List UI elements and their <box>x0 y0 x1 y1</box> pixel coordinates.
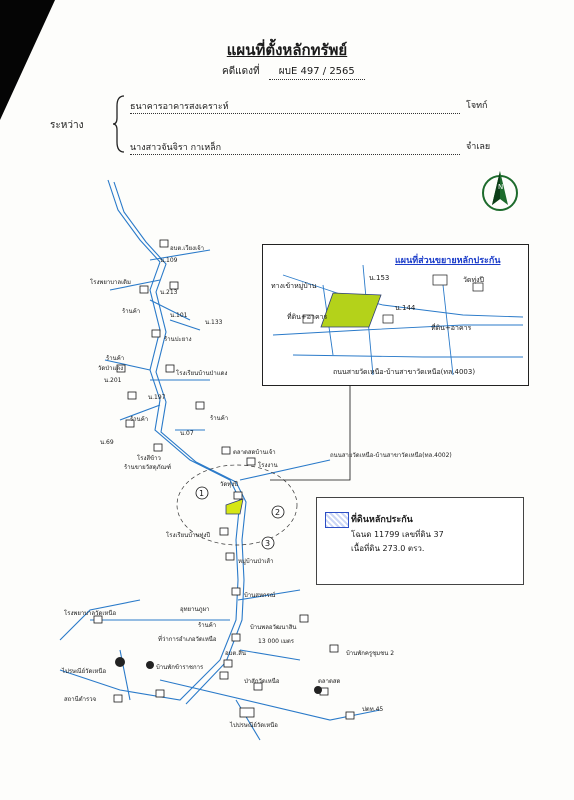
defendant-role: จำเลย <box>466 142 491 152</box>
place-label: ร้านขายวัสดุภัณฑ์ <box>124 464 172 471</box>
place-label: อบต.สิน <box>225 650 246 657</box>
legend-swatch <box>325 512 349 528</box>
main-road-label: ถนนสายวัดเหนือ-บ้านสาขาวัดเหนือ(ทล.4002) <box>330 452 452 459</box>
place-label: น.07 <box>180 430 194 437</box>
defendant-name: นางสาวจันจิรา กาเหล็ก <box>130 140 460 155</box>
north-arrow-icon: N <box>482 171 518 211</box>
place-label: ร้านค้า <box>130 416 149 423</box>
place-label: บ้านพักครูชุมชน 2 <box>346 650 395 657</box>
place-label: น.109 <box>160 257 178 264</box>
place-label: สถานีตำรวจ <box>64 696 97 703</box>
plaintiff-name: ธนาคารอาคารสงเคราะห์ <box>130 99 460 114</box>
place-label: หมู่บ้านป่าเส้า <box>238 558 274 565</box>
property-marker <box>225 498 244 515</box>
case-line: คดีแดงที่ ผบE 497 / 2565 <box>222 64 365 80</box>
place-label: บ้านพักข้าราชการ <box>156 664 204 671</box>
inset-label: น.153 <box>369 274 390 282</box>
legend-title: ที่ดินหลักประกัน <box>351 515 413 525</box>
place-label: บ้านสหกรณ์ <box>244 592 276 599</box>
page-title: แผนที่ตั้งหลักทรัพย์ <box>226 41 348 59</box>
between-label: ระหว่าง <box>50 120 84 131</box>
place-label: ตลาดสด <box>318 678 341 685</box>
place-label: ตลาดสดบ้านเจ้า <box>233 449 276 456</box>
place-label: บ้านพลอวัฒนาสิน <box>250 624 297 631</box>
place-label: ป่าสักวัดเหนือ <box>244 678 280 685</box>
place-label: โรงสีข้าว <box>137 455 161 462</box>
place-label: น.69 <box>100 439 114 446</box>
scan-corner-shadow <box>0 0 55 120</box>
inset-label: ที่ดิน+อาคาร <box>287 313 328 321</box>
case-number: ผบE 497 / 2565 <box>268 64 365 80</box>
brace-icon <box>112 95 125 153</box>
place-label: น.101 <box>170 312 188 319</box>
place-label: ที่ว่าการอำเภอวัดเหนือ <box>158 636 217 643</box>
inset-property-highlight <box>320 292 382 328</box>
place-label: ร้านค้า <box>210 415 229 422</box>
place-label: วัดทุ่งปี <box>220 481 238 488</box>
inset-label: ที่ดิน+อาคาร <box>431 324 472 332</box>
marker-1: 1 <box>199 489 204 498</box>
plaintiff-role: โจทก์ <box>466 101 488 111</box>
inset-label: ทางเข้าหมู่บ้าน <box>271 282 317 290</box>
place-label: น.133 <box>205 319 223 326</box>
place-label: ร้านค้า <box>198 622 217 629</box>
compass-n-label: N <box>498 183 503 191</box>
place-label: โรงพยาบาลวัดเหนือ <box>64 610 117 617</box>
place-label: น.197 <box>148 394 166 401</box>
place-label: ไปรษณีย์วัดเหนือ <box>62 668 107 675</box>
place-label: น.213 <box>160 289 178 296</box>
place-label: ร้านค้า <box>122 308 141 315</box>
legend-area: เนื้อที่ดิน 273.0 ตรว. <box>351 544 425 553</box>
place-label: 13 000 เมตร <box>258 638 295 645</box>
inset-roads <box>272 264 524 376</box>
legend-deed: โฉนด 11799 เลขที่ดิน 37 <box>351 530 444 539</box>
place-label: โรงเรียนบ้านป่าแดง <box>176 370 228 377</box>
marker-2: 2 <box>275 508 280 517</box>
place-label: ไปปรษณีย์วัดเหนือ <box>230 722 278 729</box>
legend-box: ที่ดินหลักประกัน โฉนด 11799 เลขที่ดิน 37… <box>316 497 524 585</box>
place-label: โรงเรียนบ้านทุ่งปี <box>166 532 211 539</box>
inset-label: น.144 <box>395 304 416 312</box>
place-label: โรงงาน <box>258 462 278 469</box>
marker-3: 3 <box>265 539 270 548</box>
place-label: วัดป่าแดง <box>98 365 124 372</box>
inset-map: แผนที่ส่วนขยายหลักประกัน ที่ดิน+อาคาร ที… <box>262 244 529 386</box>
case-label: คดีแดงที่ <box>222 66 260 77</box>
place-label: ร้านปะยาง <box>164 336 192 343</box>
place-label: อุทยานภูผา <box>180 606 210 613</box>
place-label: โรงพยาบาลเดิม <box>90 279 131 286</box>
place-label: อบต.เวียงเจ้า <box>170 245 205 252</box>
inset-title: แผนที่ส่วนขยายหลักประกัน <box>395 256 501 266</box>
place-label: ร้านค้า <box>106 355 125 362</box>
place-label: ปตท.45 <box>362 706 384 713</box>
inset-road-label: ถนนสายวัดเหนือ-บ้านสาขาวัดเหนือ(ทล.4003) <box>333 368 476 376</box>
inset-label: วัดทุ่งปี <box>463 276 484 284</box>
place-label: น.201 <box>104 377 122 384</box>
